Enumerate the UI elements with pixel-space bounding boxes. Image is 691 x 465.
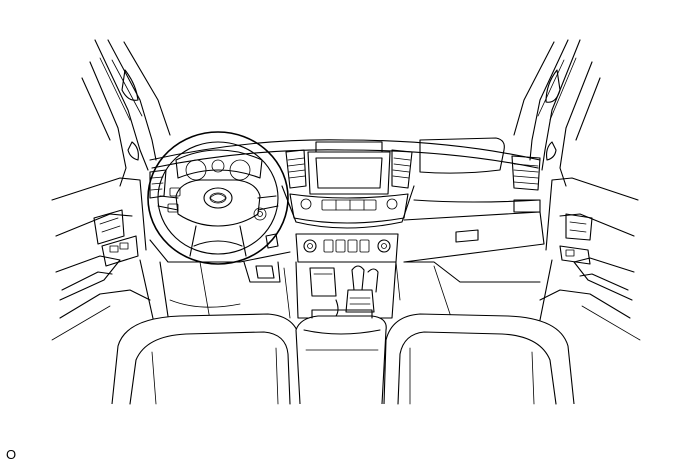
left-a-pillar bbox=[81, 39, 171, 187]
right-door-panel bbox=[533, 177, 641, 351]
steering-wheel bbox=[147, 131, 289, 265]
right-dash-area bbox=[395, 155, 545, 321]
right-seat bbox=[383, 313, 575, 405]
dashboard-top bbox=[149, 137, 541, 174]
center-console bbox=[295, 309, 387, 405]
left-door-panel bbox=[51, 177, 161, 351]
figure-label: O bbox=[6, 447, 17, 462]
left-seat bbox=[111, 313, 303, 405]
center-stack bbox=[281, 141, 415, 319]
left-dash-area bbox=[149, 169, 291, 283]
right-a-pillar bbox=[513, 39, 601, 187]
